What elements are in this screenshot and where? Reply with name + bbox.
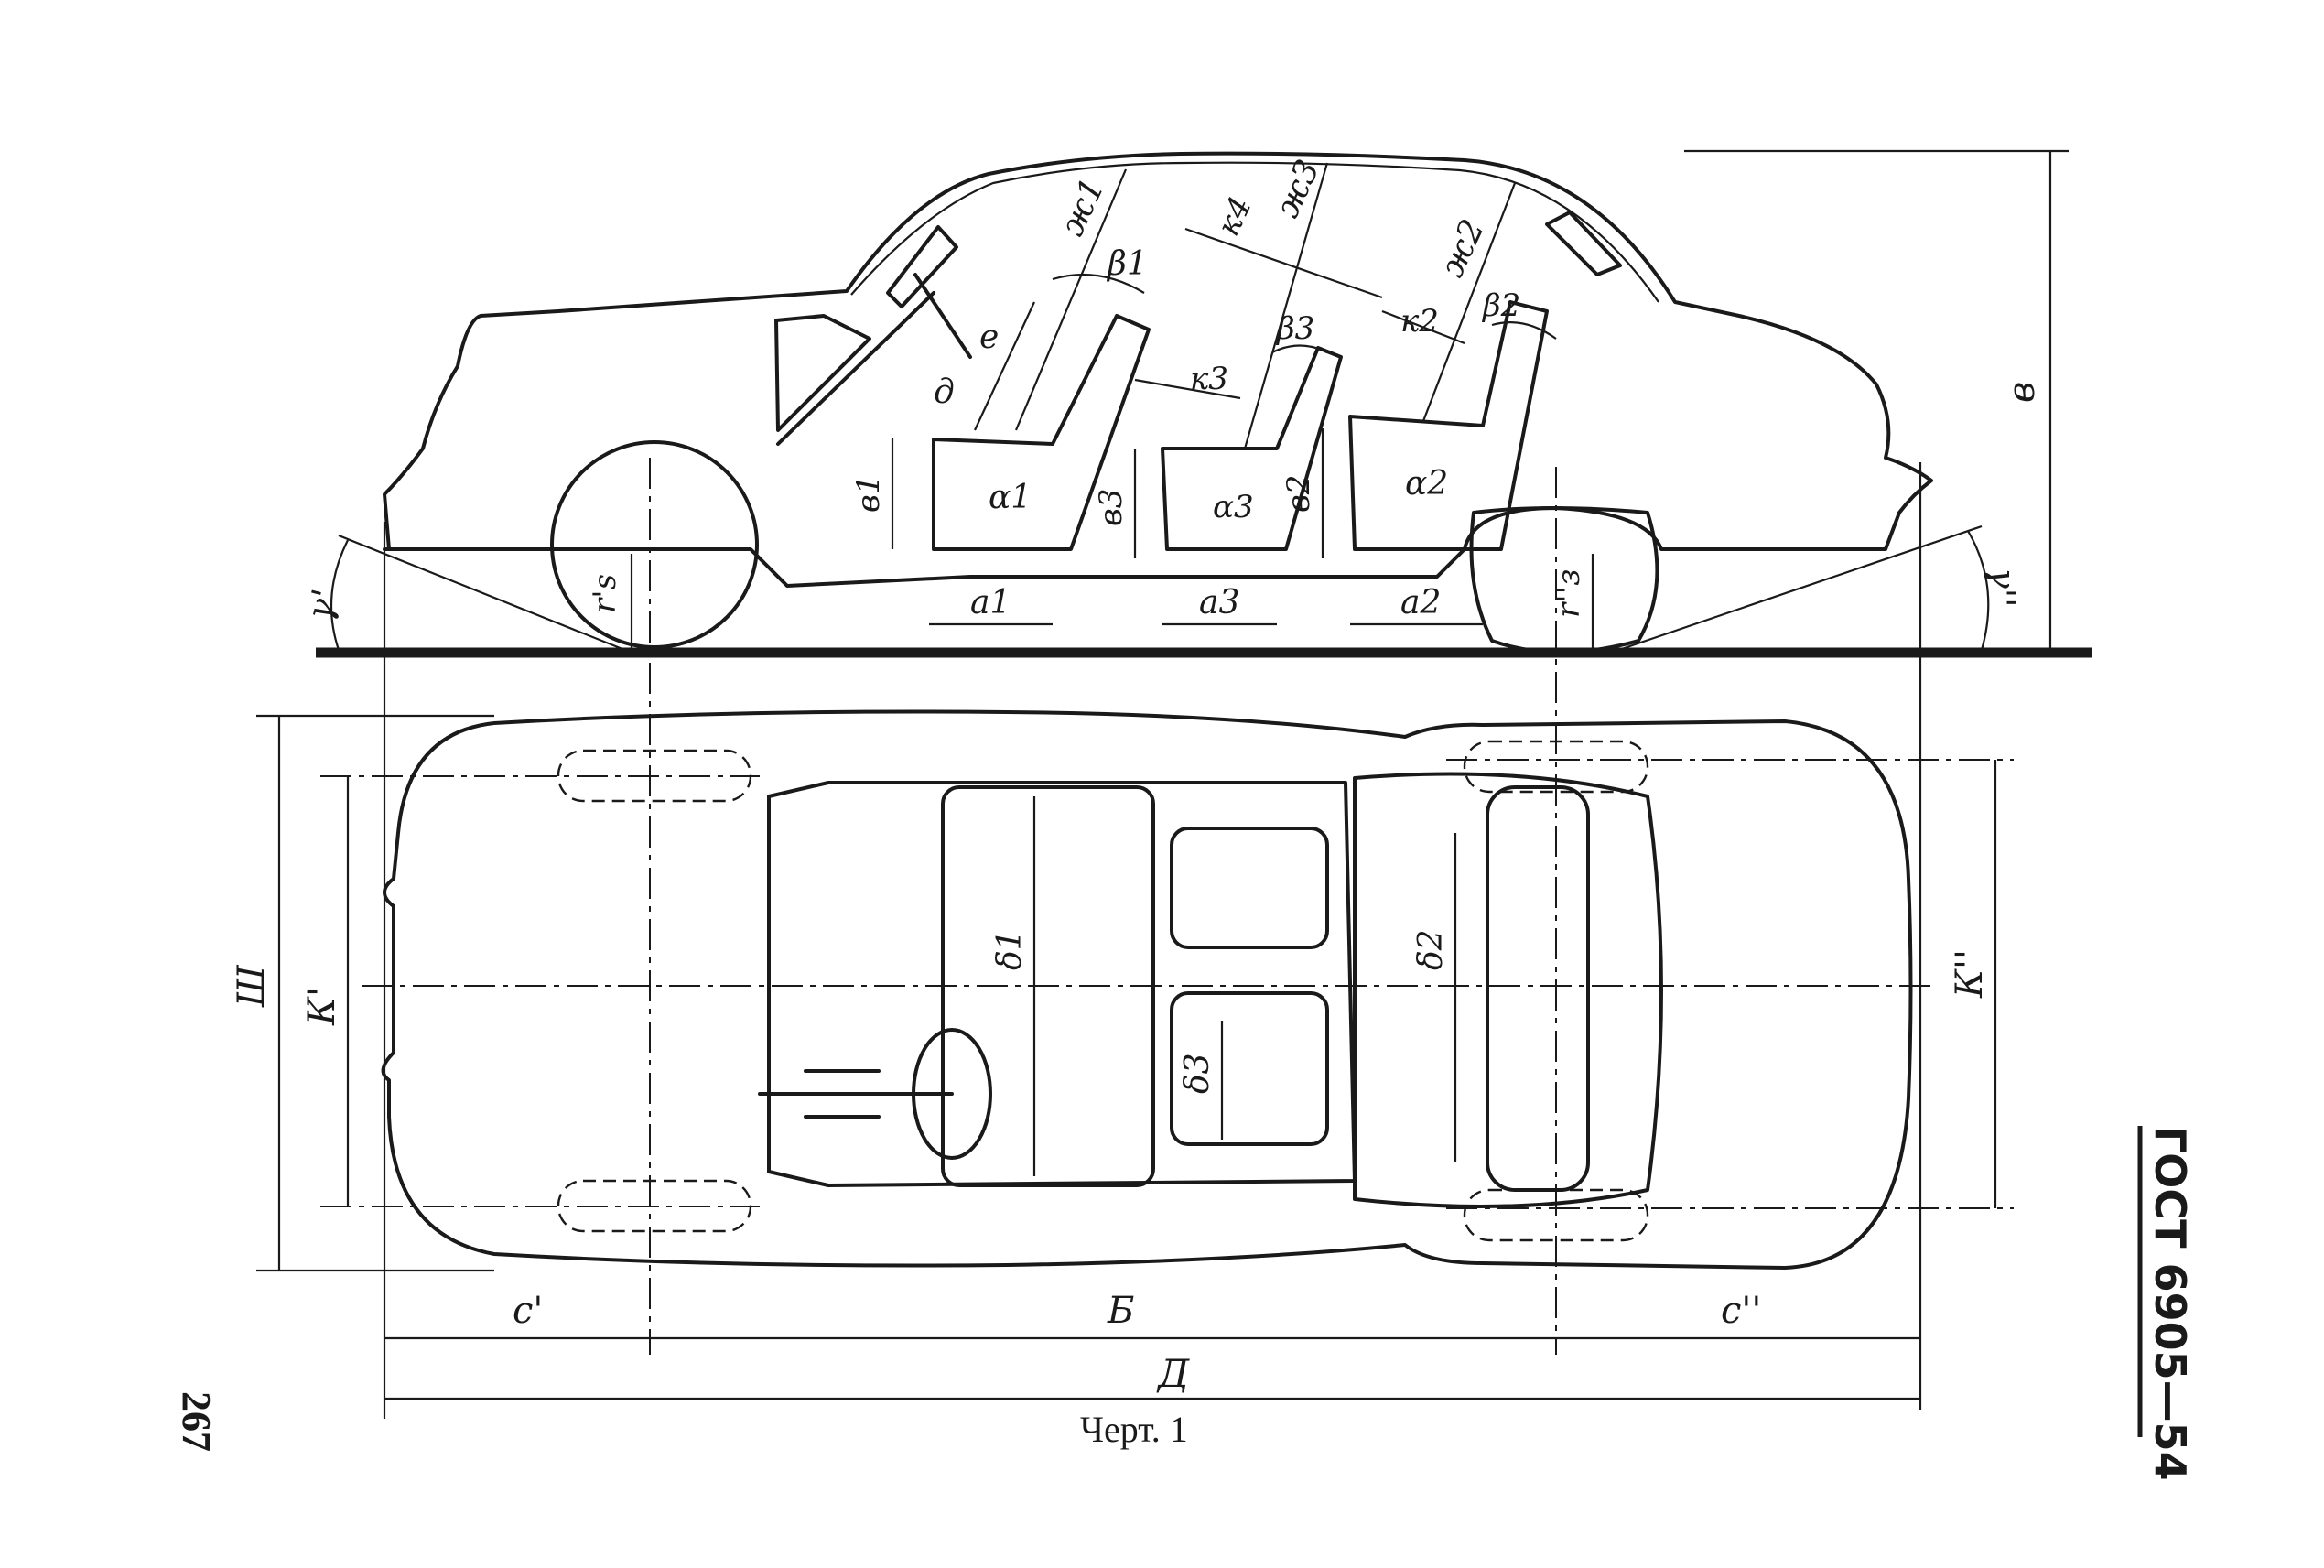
figure-caption: Черт. 1 [1080, 1409, 1188, 1450]
label-v3: в3 [1093, 489, 1130, 526]
label-zh1: ж1 [1054, 173, 1112, 242]
label-base: Б [1107, 1290, 1134, 1332]
label-alpha3: α3 [1213, 489, 1254, 525]
label-beta2: β2 [1481, 287, 1520, 324]
label-k3: к3 [1190, 361, 1228, 397]
label-beta3: β3 [1275, 310, 1314, 347]
label-a2: а2 [1400, 584, 1441, 622]
label-k2: К'' [1949, 949, 1991, 999]
front-seat [932, 314, 1151, 551]
label-alpha1: α1 [989, 479, 1032, 516]
steering-wheel [913, 273, 972, 359]
plan-rear-seat [1353, 772, 1663, 1208]
label-e: е [979, 319, 999, 356]
steering-column [776, 291, 935, 446]
rear-seat [1348, 300, 1549, 551]
label-width: Ш [231, 964, 273, 1008]
label-d: д [934, 373, 955, 411]
side-view: в ж1 ж3 ж2 к4 к2 к3 β1 β3 β2 е д α1 α3 α… [298, 149, 2092, 658]
label-delta2: δ2 [1412, 929, 1450, 970]
plan-body-outline [381, 709, 1913, 1270]
label-v1: в1 [850, 475, 887, 513]
label-gamma1: γ' [298, 585, 345, 624]
body-outline [383, 151, 1933, 588]
rear-wheel [1469, 506, 1659, 654]
plan-rear-seat-back [1486, 785, 1590, 1192]
label-rs1: r's [587, 574, 623, 613]
dashboard [774, 314, 871, 432]
label-c1: с' [513, 1290, 543, 1332]
label-beta1: β1 [1106, 245, 1148, 283]
standard-designation: ГОСТ 6905—54 [2146, 1126, 2195, 1481]
label-v2: в2 [1281, 475, 1317, 513]
label-a1: а1 [970, 584, 1011, 622]
plan-jump-seat-top [1170, 827, 1329, 949]
front-wheel [550, 440, 759, 649]
label-c2: с'' [1721, 1290, 1761, 1332]
roof-line [850, 161, 1659, 303]
label-delta3: δ3 [1179, 1053, 1216, 1094]
plan-cabin [767, 781, 1357, 1187]
label-k4: к4 [1210, 191, 1259, 242]
label-k1: К' [301, 987, 343, 1026]
label-gamma2: γ'' [1983, 568, 2023, 608]
label-length: Д [1156, 1351, 1190, 1396]
plan-jump-seat-bottom [1170, 991, 1329, 1146]
plan-view: Ш К' К'' δ1 δ2 δ3 с' Б с'' Д [231, 458, 2014, 1419]
label-a3: а3 [1199, 584, 1239, 622]
label-delta1: δ1 [991, 929, 1029, 970]
page-number: 267 [174, 1391, 219, 1452]
label-k2: к2 [1400, 303, 1439, 340]
rear-window [1545, 211, 1622, 276]
label-zh2: ж2 [1433, 214, 1492, 283]
windshield [886, 225, 958, 308]
label-alpha2: α2 [1405, 465, 1448, 503]
middle-seat [1161, 346, 1343, 551]
label-v-total: в [2001, 382, 2043, 403]
